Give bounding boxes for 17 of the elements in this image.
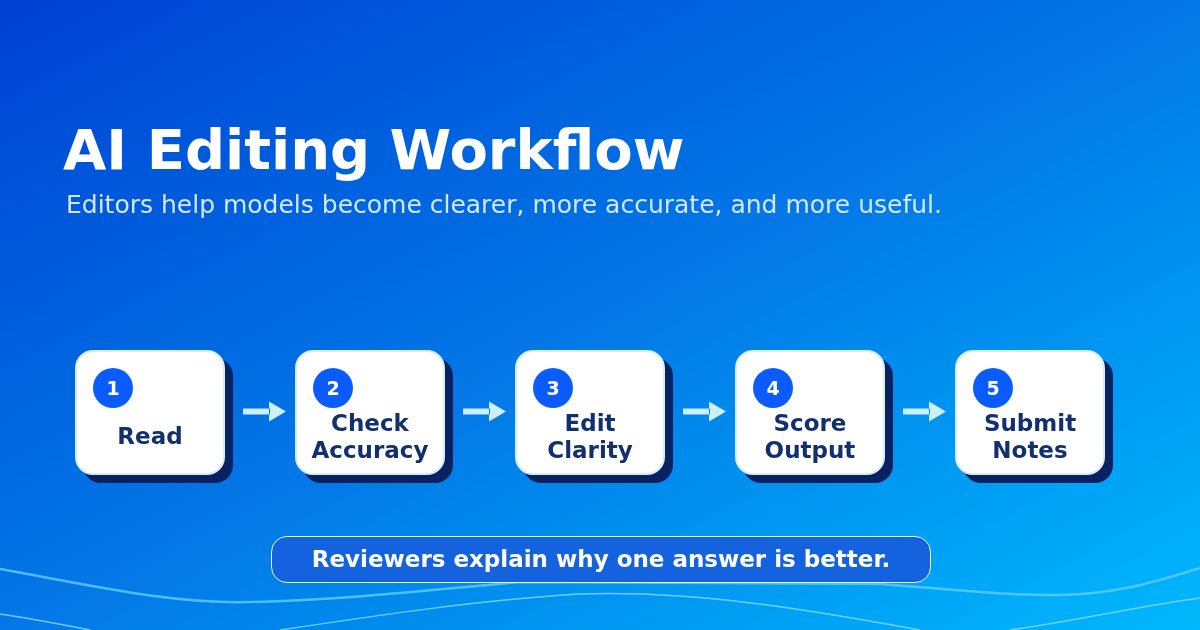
step-number: 1: [93, 368, 133, 408]
subtitle: Editors help models become clearer, more accurate, and more useful.: [66, 190, 942, 219]
step-title: Score Output: [763, 409, 857, 464]
step-title: Edit Clarity: [546, 409, 634, 464]
step-number: 4: [753, 368, 793, 408]
step-number: 3: [533, 368, 573, 408]
arrow: [463, 401, 506, 422]
step-title: Check Accuracy: [310, 409, 430, 464]
step-title: Submit Notes: [982, 409, 1078, 464]
step-number: 5: [973, 368, 1013, 408]
arrow: [903, 401, 946, 422]
step-title: Read: [117, 423, 183, 450]
arrow: [243, 401, 286, 422]
note-banner: Reviewers explain why one answer is better.: [271, 536, 931, 583]
title: AI Editing Workflow: [63, 116, 685, 184]
step-number: 2: [313, 368, 353, 408]
arrow: [683, 401, 726, 422]
